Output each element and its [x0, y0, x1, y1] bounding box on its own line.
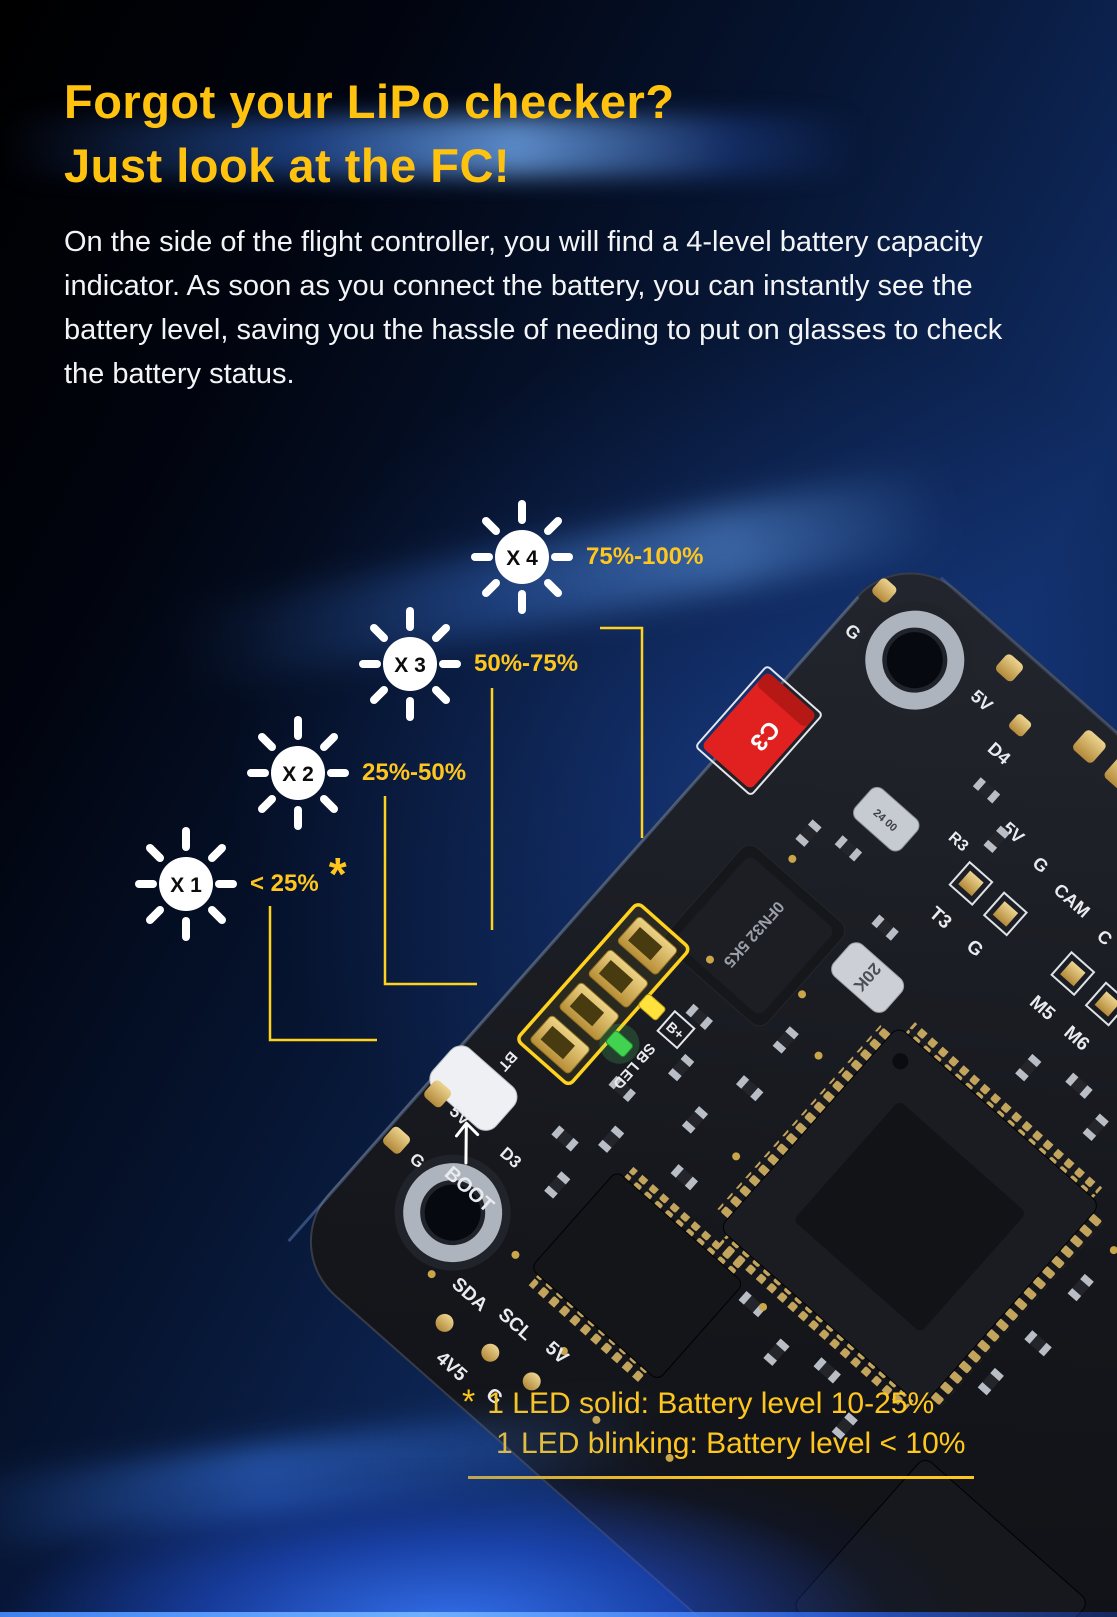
led-burst-icon: X 3 — [359, 607, 461, 721]
battery-range-label: 75%-100% — [586, 543, 704, 570]
page-title: Forgot your LiPo checker? Just look at t… — [64, 70, 675, 198]
footnote-star: * — [462, 1383, 476, 1421]
led-indicator-x3: X 3 50%-75% — [350, 604, 578, 724]
led-burst-icon: X 1 — [135, 827, 237, 941]
mounting-hole — [394, 1154, 511, 1271]
blink-count-label: X 3 — [394, 654, 426, 677]
led-indicator-x1: X 1 < 25% * — [126, 824, 347, 944]
asterisk-note: * — [328, 848, 347, 900]
boot-arrow-icon — [454, 1121, 480, 1165]
blink-count-label: X 4 — [506, 547, 538, 570]
blink-count-label: X 2 — [282, 763, 314, 786]
mounting-hole — [856, 602, 973, 719]
led-indicator-x4: X 4 75%-100% — [462, 497, 703, 617]
page-title-line1: Forgot your LiPo checker? — [64, 75, 675, 128]
qfn-chip: 0FN32 5K5 — [663, 844, 846, 1027]
battery-range-label: 50%-75% — [474, 650, 579, 677]
status-leds — [599, 993, 666, 1064]
c3-capacitor: C3 — [696, 666, 822, 795]
led-burst-icon: X 4 — [471, 500, 573, 614]
connector-lines — [268, 626, 644, 1042]
resonator-20k: 20K — [831, 942, 905, 1013]
battery-range-label: 25%-50% — [362, 759, 467, 786]
bottom-glow — [0, 1457, 1117, 1617]
led-connector-highlight — [517, 903, 690, 1086]
bottom-edge-glow — [0, 1612, 1117, 1617]
mcu-chip — [715, 1022, 1105, 1411]
led-indicator-x2: X 2 25%-50% — [238, 713, 466, 833]
intro-paragraph: On the side of the flight controller, yo… — [64, 226, 1003, 390]
secondary-chip — [528, 1166, 746, 1385]
crystal-component: 24 00 — [852, 786, 920, 852]
page-title-line2: Just look at the FC! — [64, 139, 511, 192]
via-pads — [427, 854, 1117, 1462]
blink-count-label: X 1 — [170, 874, 202, 897]
led-burst-icon: X 2 — [247, 716, 349, 830]
light-beam — [0, 116, 860, 176]
battery-range-label: < 25% — [250, 870, 319, 897]
